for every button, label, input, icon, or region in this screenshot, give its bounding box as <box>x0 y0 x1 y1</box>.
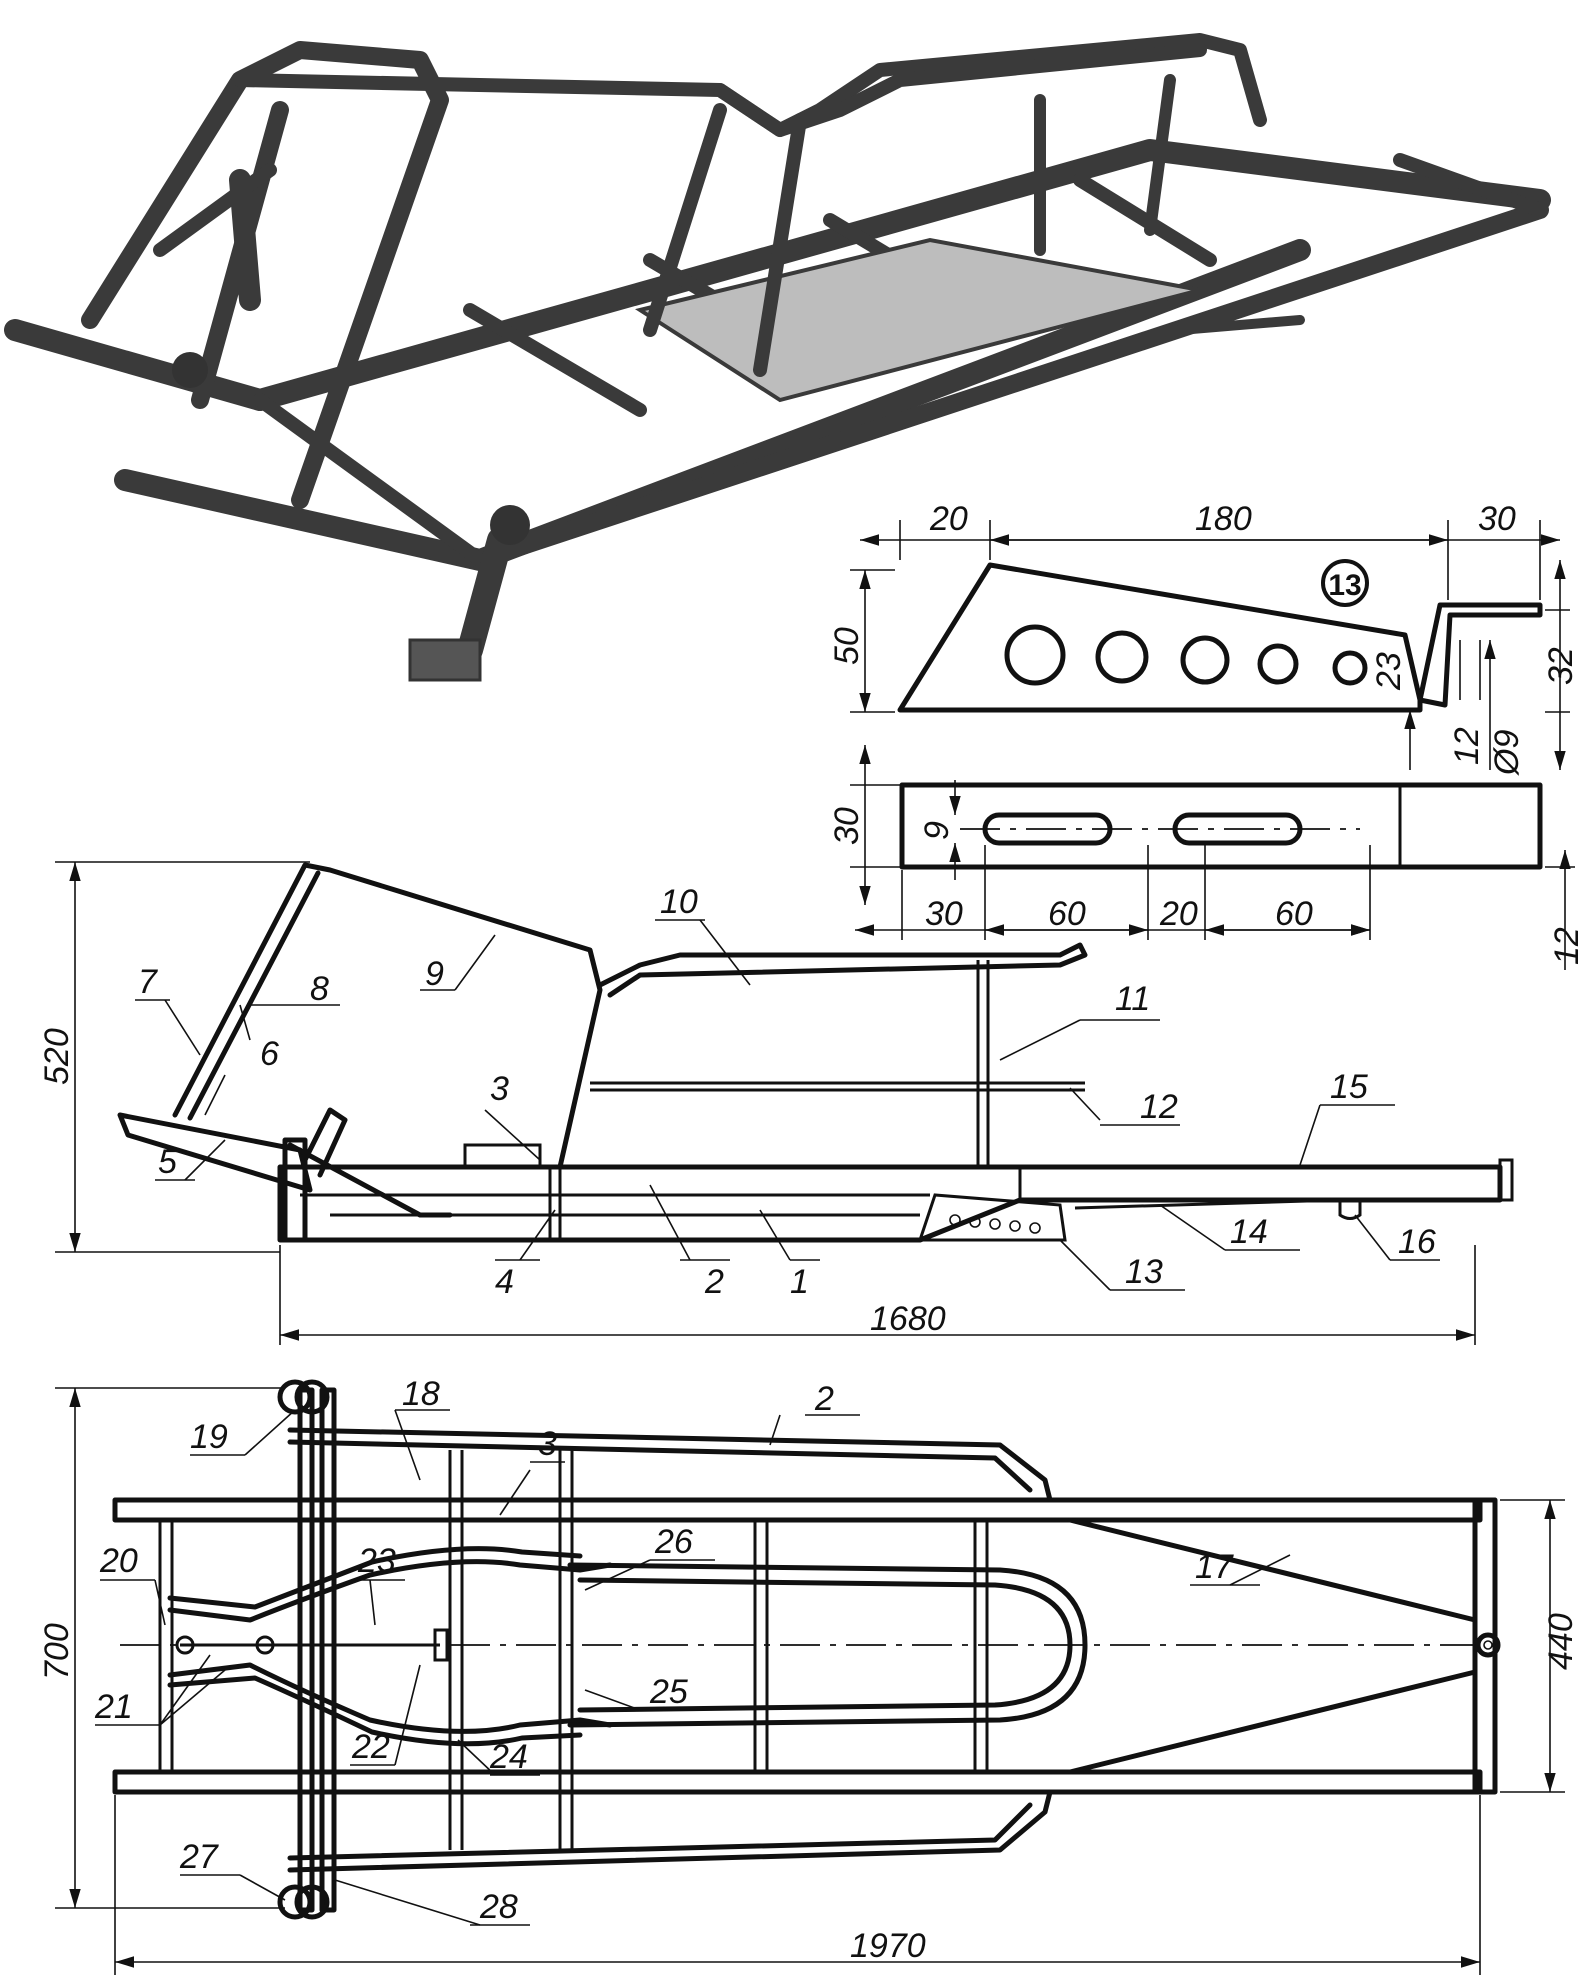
callout-top-2: 2 <box>814 1380 834 1418</box>
dim-dia-9: Ø9 <box>1488 730 1526 776</box>
callout-top-17: 17 <box>1195 1548 1234 1586</box>
dim-32: 32 <box>1542 647 1580 685</box>
callout-11: 11 <box>1115 980 1150 1018</box>
dim-50: 50 <box>828 627 866 665</box>
dim-12-side: 12 <box>1448 727 1486 765</box>
dim-bottom-30: 30 <box>925 895 963 933</box>
callout-top-25: 25 <box>649 1673 688 1711</box>
detail-marker-13: 13 <box>1328 569 1361 602</box>
callout-10: 10 <box>660 883 698 921</box>
callout-top-21: 21 <box>94 1688 133 1726</box>
dim-1970: 1970 <box>850 1927 926 1965</box>
callout-top-22: 22 <box>351 1728 390 1766</box>
dim-12-right: 12 <box>1548 927 1586 965</box>
callout-top-26: 26 <box>654 1523 693 1561</box>
kart-frame-photo <box>0 0 1592 740</box>
callout-top-24: 24 <box>489 1738 528 1776</box>
dim-bottom-60a: 60 <box>1048 895 1086 933</box>
dim-520: 520 <box>38 1028 76 1085</box>
callout-3: 3 <box>490 1070 509 1108</box>
dim-1680: 1680 <box>870 1300 946 1338</box>
top-callouts: 2 3 17 18 19 20 21 22 23 24 25 26 27 <box>94 1375 1291 1926</box>
dim-440: 440 <box>1542 1613 1580 1670</box>
detail-13-drawing: 20 180 30 13 50 23 32 12 Ø9 <box>828 500 1586 970</box>
callout-5: 5 <box>158 1143 177 1181</box>
dim-top-20: 20 <box>929 500 968 538</box>
callout-2: 2 <box>704 1263 724 1301</box>
callout-top-19: 19 <box>190 1418 228 1456</box>
callout-14: 14 <box>1230 1213 1268 1251</box>
callout-4: 4 <box>495 1263 514 1301</box>
dim-30-left: 30 <box>828 807 866 845</box>
callout-8: 8 <box>310 970 329 1008</box>
top-view-drawing: 700 <box>38 1375 1580 1975</box>
callout-top-28: 28 <box>479 1888 518 1926</box>
dim-top-180: 180 <box>1195 500 1252 538</box>
dim-9-slot: 9 <box>918 821 956 840</box>
callout-top-27: 27 <box>179 1838 219 1876</box>
callout-top-3: 3 <box>538 1425 557 1463</box>
callout-1: 1 <box>790 1263 809 1301</box>
callout-9: 9 <box>425 955 444 993</box>
callout-6: 6 <box>260 1035 279 1073</box>
callout-12: 12 <box>1140 1088 1178 1126</box>
callout-13: 13 <box>1125 1253 1163 1291</box>
dim-700: 700 <box>38 1623 76 1680</box>
dim-top-30: 30 <box>1478 500 1516 538</box>
callout-top-23: 23 <box>357 1542 396 1580</box>
callout-7: 7 <box>138 963 158 1001</box>
callout-16: 16 <box>1398 1223 1436 1261</box>
callout-15: 15 <box>1330 1068 1368 1106</box>
dim-bottom-60b: 60 <box>1275 895 1313 933</box>
side-callouts: 1 2 3 4 5 6 7 8 9 10 11 12 13 1 <box>135 883 1440 1301</box>
callout-top-20: 20 <box>99 1542 138 1580</box>
dim-23: 23 <box>1370 652 1408 691</box>
callout-top-18: 18 <box>402 1375 440 1413</box>
side-view-drawing: 520 1680 <box>38 861 1514 1345</box>
dim-bottom-20: 20 <box>1159 895 1198 933</box>
